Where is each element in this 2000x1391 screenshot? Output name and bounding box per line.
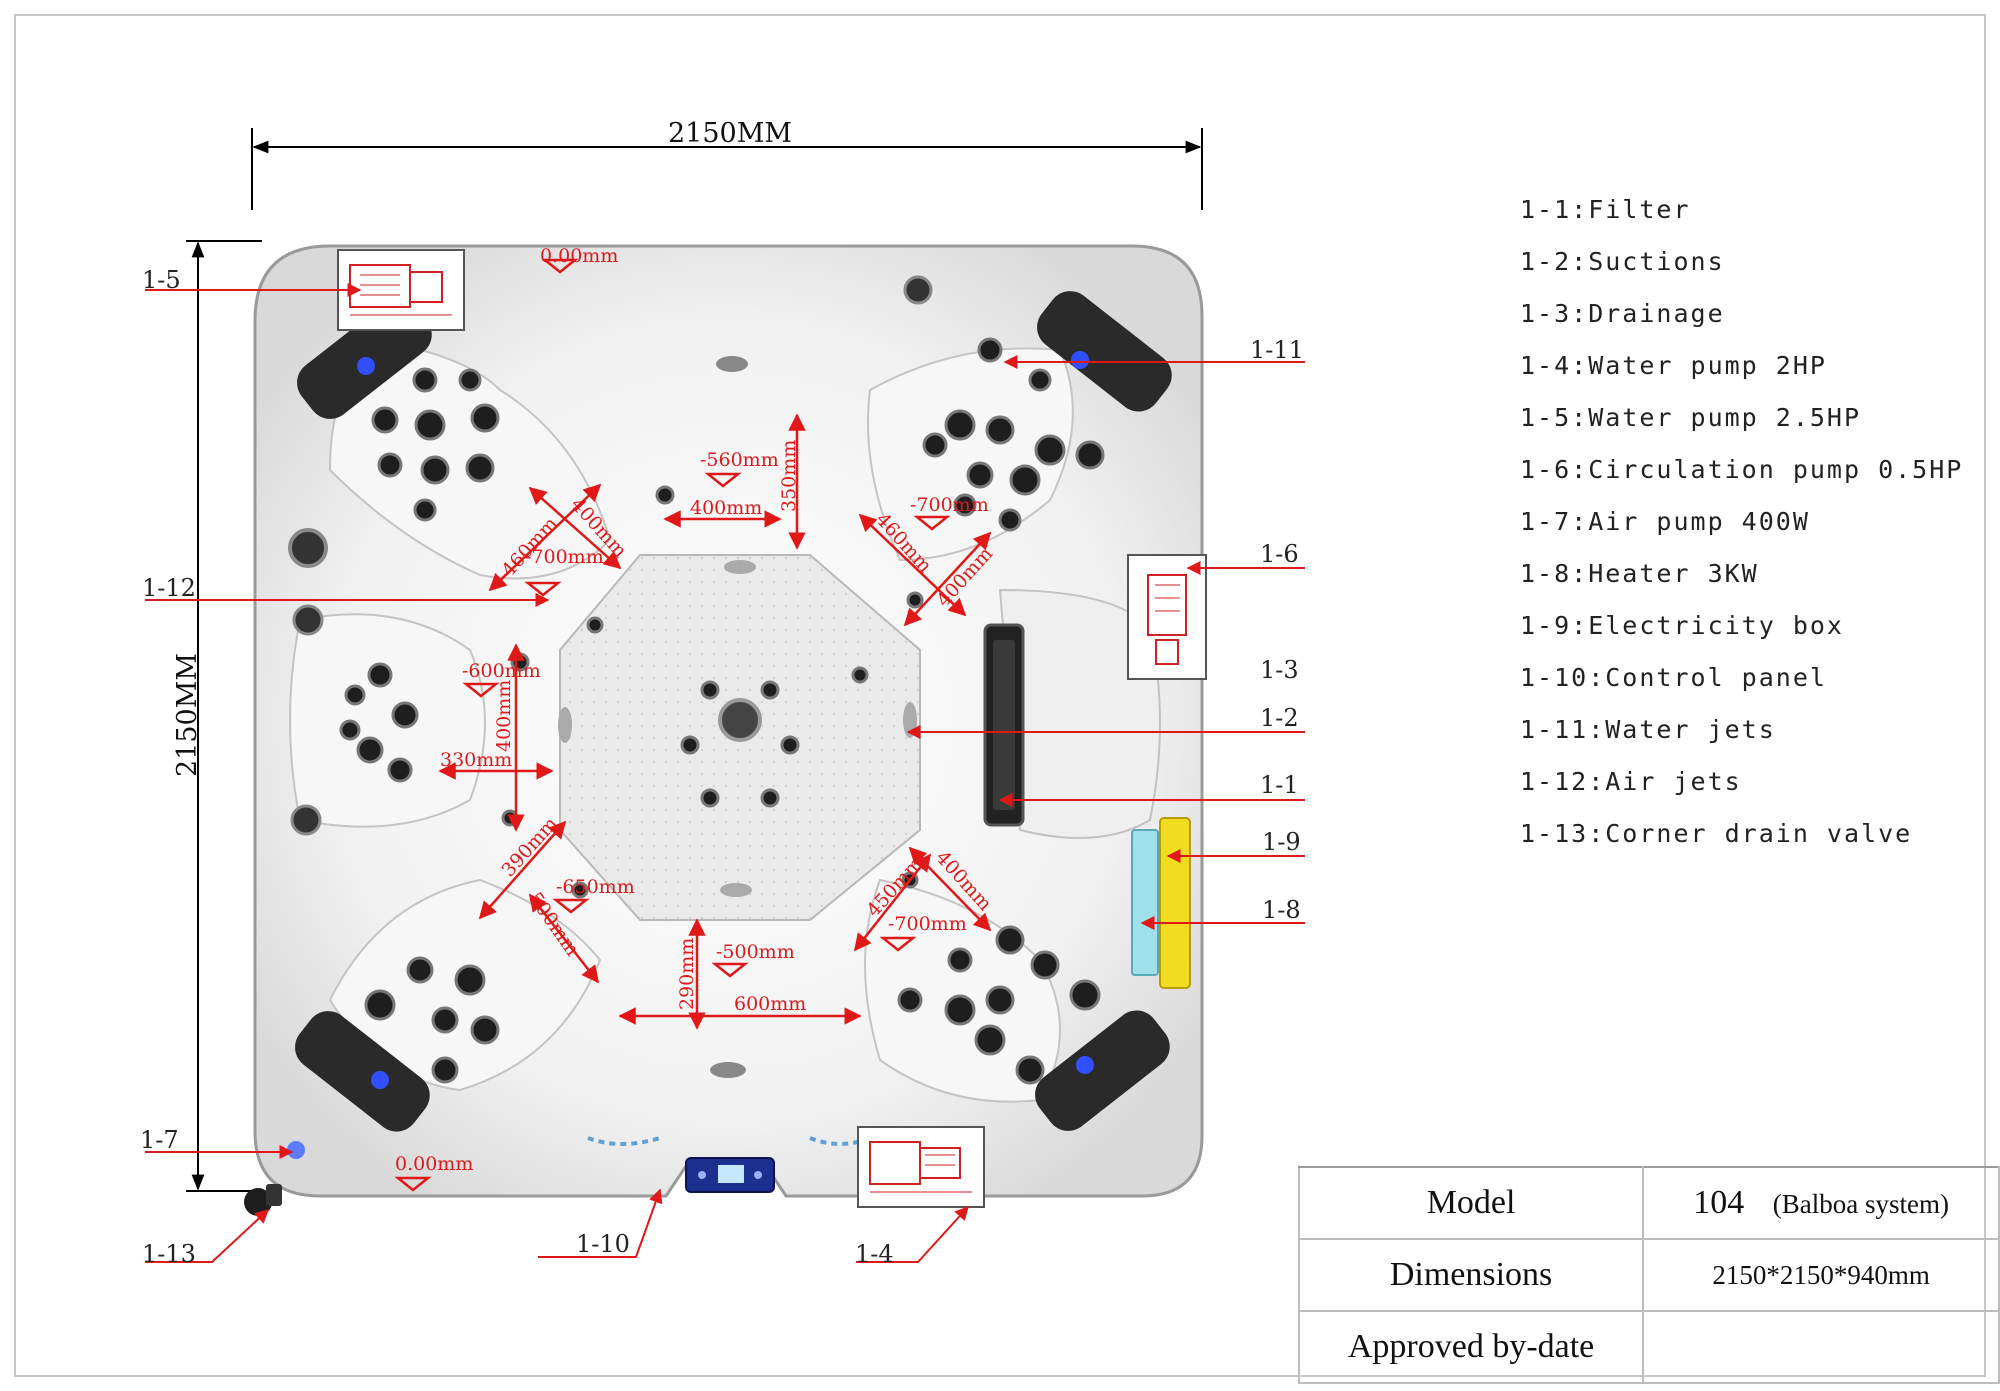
callout-1-11: 1-11 bbox=[1250, 336, 1304, 364]
seat-light bbox=[1076, 1056, 1094, 1074]
model-note: (Balboa system) bbox=[1772, 1189, 1949, 1219]
air-pump-icon bbox=[287, 1141, 305, 1159]
width-dimension: 2150MM bbox=[251, 118, 1203, 210]
callout-1-12: 1-12 bbox=[142, 574, 196, 602]
legend-item: 1-3:Drainage bbox=[1520, 299, 1725, 328]
drain-valve-icon bbox=[244, 1184, 282, 1216]
measurement-label: 400mm bbox=[493, 680, 515, 752]
callout-1-13: 1-13 bbox=[142, 1240, 196, 1268]
legend-item: 1-9:Electricity box bbox=[1520, 611, 1844, 640]
callout-1-8: 1-8 bbox=[1262, 896, 1301, 924]
legend-item: 1-6:Circulation pump 0.5HP bbox=[1520, 455, 1964, 484]
measurement-label: 330mm bbox=[440, 749, 512, 771]
legend-item: 1-8:Heater 3KW bbox=[1520, 559, 1759, 588]
height-dimension-label: 2150MM bbox=[172, 653, 203, 777]
table-row: Approved by-date bbox=[1297, 1310, 2000, 1384]
legend-item: 1-4:Water pump 2HP bbox=[1520, 351, 1827, 380]
callout-1-1: 1-1 bbox=[1260, 771, 1299, 799]
callout-1-7: 1-7 bbox=[140, 1126, 179, 1154]
title-block-table: Model 104 (Balboa system) Dimensions 215… bbox=[1297, 1166, 2000, 1384]
seat-light bbox=[371, 1071, 389, 1089]
table-row: Model 104 (Balboa system) bbox=[1297, 1166, 2000, 1240]
callout-1-9: 1-9 bbox=[1262, 828, 1301, 856]
model-label: Model bbox=[1297, 1166, 1645, 1240]
width-dimension-label: 2150MM bbox=[668, 118, 792, 149]
measurement-label: 600mm bbox=[734, 993, 806, 1015]
pillow bbox=[1035, 1010, 1170, 1131]
control-panel-icon bbox=[685, 1157, 775, 1193]
filter bbox=[983, 623, 1025, 827]
circulation-pump-icon bbox=[1127, 554, 1207, 680]
measurement-label: -700mm bbox=[525, 546, 604, 568]
heater bbox=[1131, 829, 1159, 976]
approved-label: Approved by-date bbox=[1297, 1310, 1645, 1384]
measurement-label: -650mm bbox=[556, 876, 635, 898]
height-dimension: 2150MM bbox=[172, 240, 262, 1192]
callout-1-4: 1-4 bbox=[855, 1240, 894, 1268]
legend-item: 1-7:Air pump 400W bbox=[1520, 507, 1810, 536]
measurement-label: -500mm bbox=[716, 941, 795, 963]
measurement-label: 0.00mm bbox=[540, 245, 618, 267]
dimensions-label: Dimensions bbox=[1297, 1238, 1645, 1312]
pillow bbox=[295, 1011, 430, 1132]
model-value: 104 bbox=[1693, 1184, 1745, 1221]
legend-item: 1-2:Suctions bbox=[1520, 247, 1725, 276]
measurement-label: 290mm bbox=[676, 938, 698, 1010]
callout-1-6: 1-6 bbox=[1260, 540, 1299, 568]
callout-1-10: 1-10 bbox=[576, 1230, 630, 1258]
measurement-label: -560mm bbox=[700, 449, 779, 471]
approved-value bbox=[1642, 1310, 2000, 1384]
water-jets bbox=[288, 275, 1105, 1085]
callout-1-3: 1-3 bbox=[1260, 656, 1299, 684]
seat-light bbox=[1071, 351, 1089, 369]
legend-item: 1-1:Filter bbox=[1520, 195, 1691, 224]
table-row: Dimensions 2150*2150*940mm bbox=[1297, 1238, 2000, 1312]
water-pump-icon bbox=[857, 1126, 985, 1208]
measurement-label: 400mm bbox=[690, 497, 762, 519]
measurement-label: 350mm bbox=[778, 440, 800, 512]
legend-item: 1-5:Water pump 2.5HP bbox=[1520, 403, 1862, 432]
measurement-label: -700mm bbox=[888, 913, 967, 935]
electricity-box bbox=[1159, 817, 1191, 989]
measurement-label: -600mm bbox=[462, 660, 541, 682]
pillow bbox=[1037, 291, 1172, 412]
legend-item: 1-11:Water jets bbox=[1520, 715, 1776, 744]
measurement-label: 0.00mm bbox=[395, 1153, 473, 1175]
component-legend: 1-1:Filter 1-2:Suctions 1-3:Drainage 1-4… bbox=[1520, 190, 1963, 866]
dimensions-value: 2150*2150*940mm bbox=[1642, 1238, 2000, 1312]
seat-light bbox=[357, 357, 375, 375]
callout-1-2: 1-2 bbox=[1260, 704, 1299, 732]
legend-item: 1-10:Control panel bbox=[1520, 663, 1827, 692]
page-frame bbox=[14, 14, 1986, 1377]
callout-1-5: 1-5 bbox=[142, 266, 181, 294]
legend-item: 1-12:Air jets bbox=[1520, 767, 1742, 796]
legend-item: 1-13:Corner drain valve bbox=[1520, 819, 1913, 848]
main-drain bbox=[718, 698, 762, 742]
measurement-label: -700mm bbox=[910, 494, 989, 516]
model-value-cell: 104 (Balboa system) bbox=[1642, 1166, 2000, 1240]
